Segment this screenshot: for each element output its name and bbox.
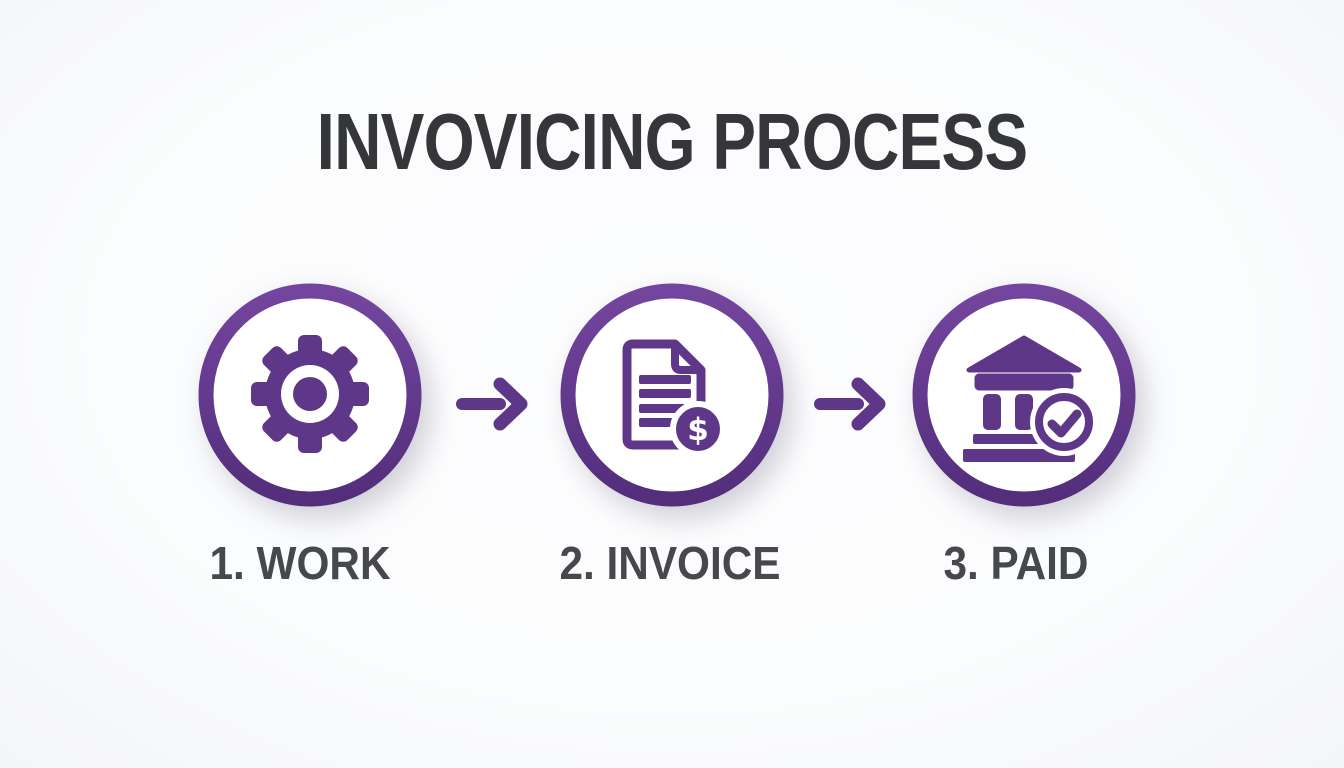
step-invoice-label: 2. INVOICE [559, 537, 781, 589]
page-title: INVOVICING PROCESS [316, 97, 1028, 186]
gear-icon [198, 283, 422, 507]
step-paid-label: 3. PAID [943, 537, 1089, 589]
step-work-circle [197, 282, 423, 508]
step-work-label: 1. WORK [209, 537, 391, 589]
check-badge-icon [1030, 388, 1098, 456]
step-invoice-circle: $ [559, 282, 785, 508]
step-paid-circle [911, 282, 1137, 508]
arrow-right-icon [812, 371, 888, 433]
dollar-sign-glyph: $ [687, 412, 709, 448]
bank-check-icon [912, 283, 1136, 507]
arrow-right-icon [454, 371, 530, 433]
invoice-document-icon: $ [560, 283, 784, 507]
